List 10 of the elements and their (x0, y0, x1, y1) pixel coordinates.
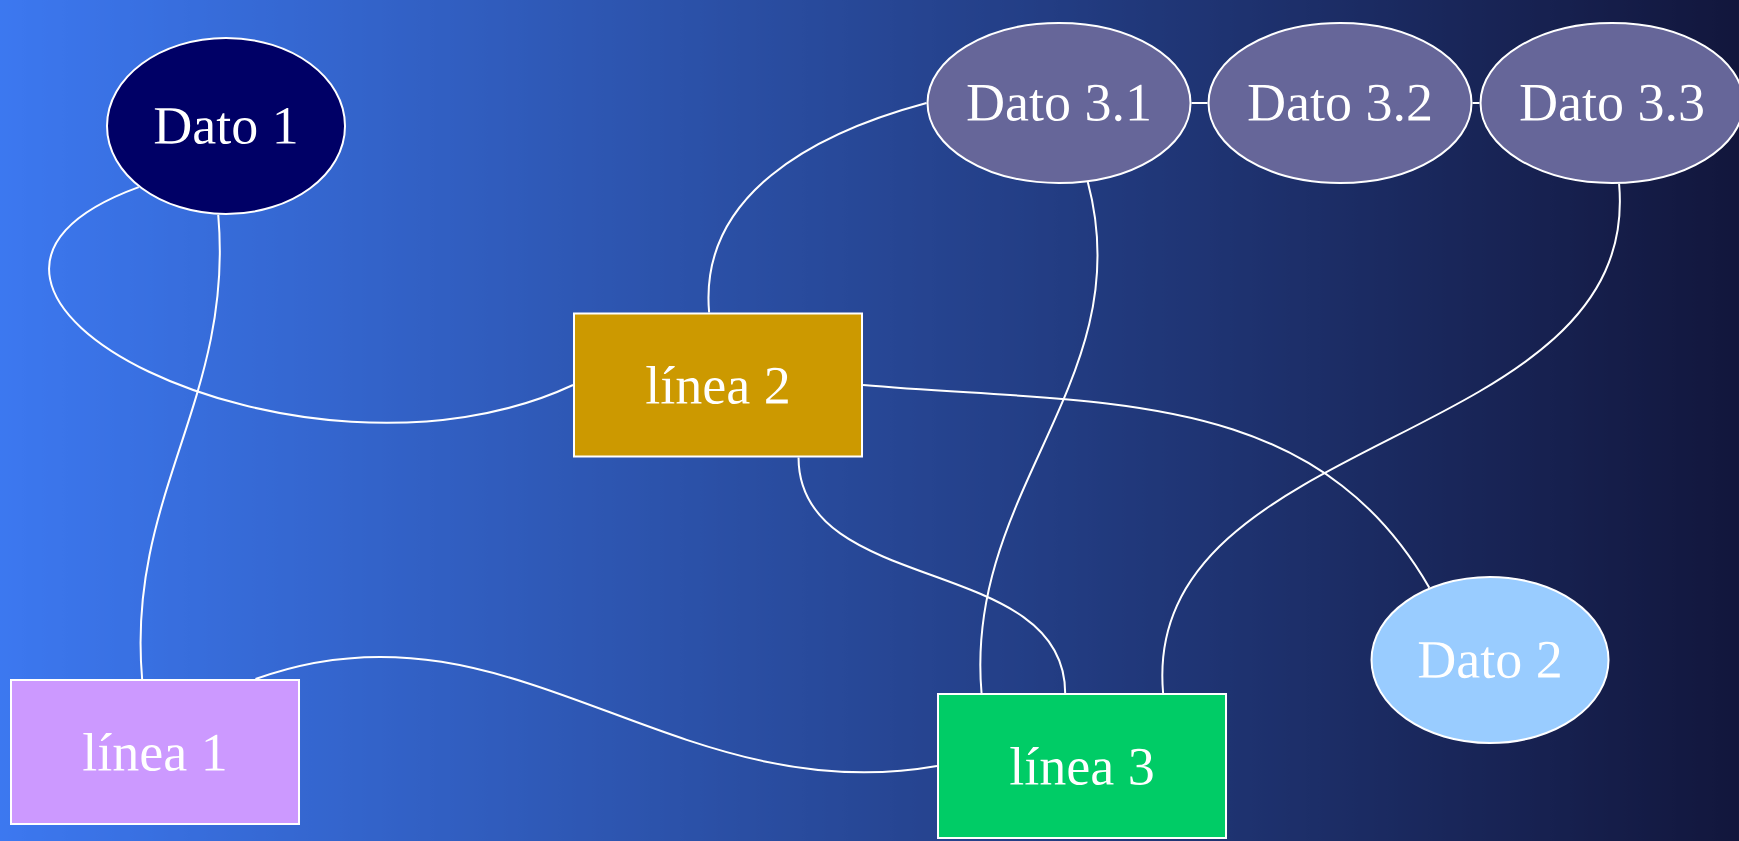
connector-line (1471, 102, 1481, 104)
connector-line (708, 102, 928, 314)
connector-line (1190, 102, 1209, 104)
connector-line (139, 213, 221, 680)
connector-line (797, 456, 1067, 694)
connector-line (254, 655, 938, 774)
connector-line (1162, 182, 1621, 694)
connector-line (862, 384, 1431, 589)
connector-line (49, 186, 574, 423)
connector-line (979, 181, 1098, 694)
